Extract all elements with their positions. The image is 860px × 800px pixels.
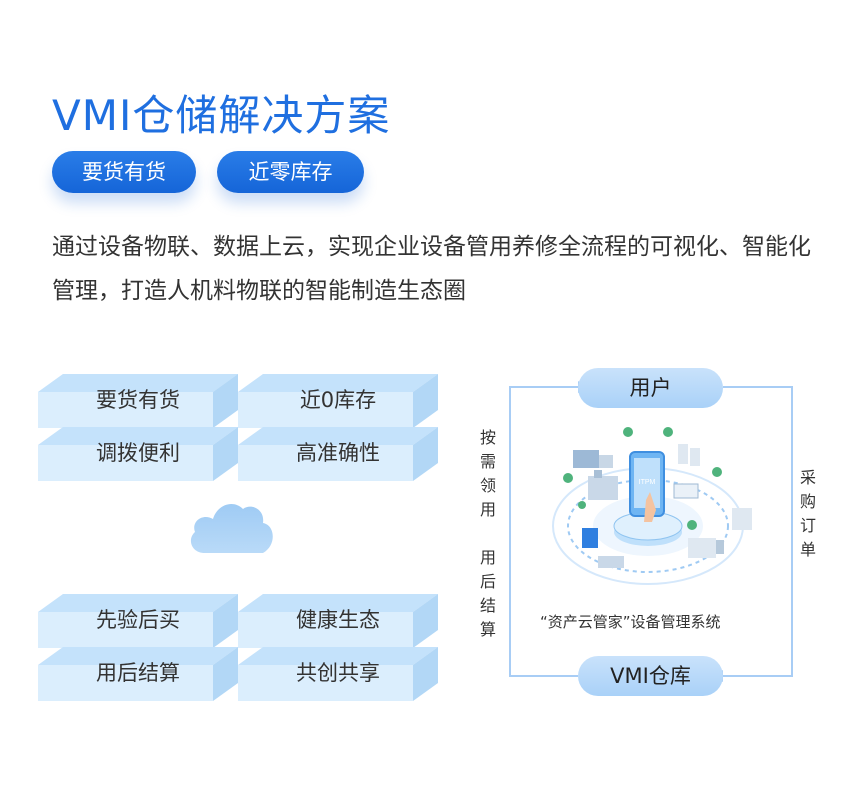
label-on-demand: 按需领用 — [479, 428, 496, 519]
feature-label: 健康生态 — [296, 608, 380, 632]
label-pay-after-use: 用后结算 — [479, 548, 496, 639]
feature-tile-trial: 先验后买 — [38, 594, 238, 648]
feature-label: 要货有货 — [96, 388, 180, 412]
feature-tile-zero-stock: 近0库存 — [238, 374, 438, 428]
flow-lines: ITPM — [509, 381, 793, 682]
feature-tile-settlement: 用后结算 — [38, 647, 238, 701]
system-caption: “资产云管家”设备管理系统 — [540, 613, 721, 631]
tag-pill-demand: 要货有货 — [52, 151, 196, 193]
feature-label: 高准确性 — [296, 441, 380, 465]
label-purchase-order: 采购订单 — [799, 468, 816, 559]
phone-screen-text: ITPM — [639, 479, 656, 486]
tag-pill-inventory: 近零库存 — [217, 151, 364, 193]
feature-tile-cocreation: 共创共享 — [238, 647, 438, 701]
node-vmi-warehouse: VMI仓库 — [578, 656, 723, 696]
feature-tile-transfer: 调拨便利 — [38, 427, 238, 481]
feature-tile-accuracy: 高准确性 — [238, 427, 438, 481]
cloud-icon — [187, 495, 277, 559]
feature-label: 近0库存 — [299, 388, 377, 412]
vmi-flow-diagram: ITPM 用户 VMI仓库 按需领用 用后结算 采购订单 “资产云管家”设备管理… — [470, 360, 850, 720]
feature-tile-ecosystem: 健康生态 — [238, 594, 438, 648]
feature-label: 共创共享 — [296, 661, 380, 685]
feature-label: 用后结算 — [96, 661, 180, 685]
feature-label: 调拨便利 — [96, 441, 180, 465]
page-title: VMI仓储解决方案 — [52, 91, 391, 140]
feature-label: 先验后买 — [96, 608, 180, 632]
feature-tile-demand: 要货有货 — [38, 374, 238, 428]
solution-description: 通过设备物联、数据上云，实现企业设备管用养修全流程的可视化、智能化管理，打造人机… — [52, 234, 811, 304]
node-user: 用户 — [578, 368, 723, 408]
